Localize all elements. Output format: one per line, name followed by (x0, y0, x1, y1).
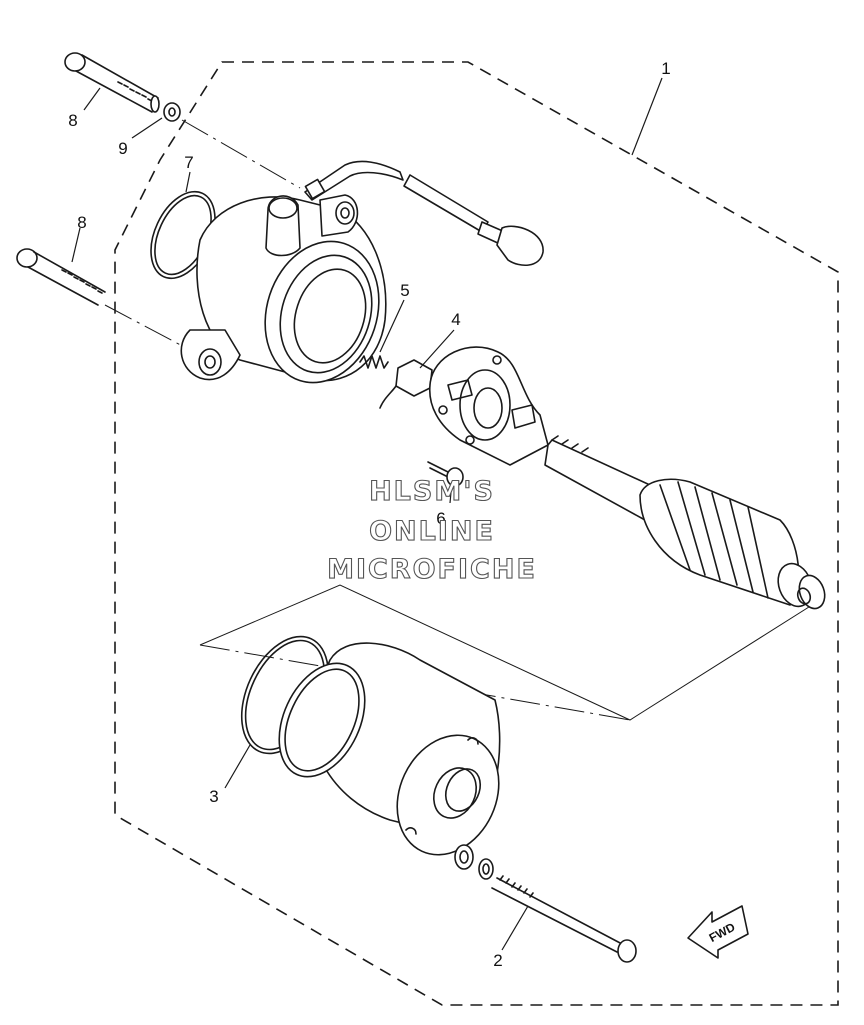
callout-6: 6 (436, 509, 445, 528)
callout-8-lower: 8 (77, 213, 86, 232)
armature (544, 435, 826, 610)
callout-3: 3 (209, 787, 218, 806)
callout-1: 1 (661, 59, 670, 78)
carbon-brush-4 (379, 359, 433, 409)
brush-spring-5 (359, 355, 389, 369)
screw-6 (427, 461, 464, 487)
leader-lines (71, 77, 663, 951)
watermark-line-2: ONLINE (369, 516, 495, 547)
washer-9 (163, 102, 181, 122)
callout-2: 2 (493, 951, 502, 970)
bolt-upper (64, 52, 160, 113)
callout-9: 9 (118, 139, 127, 158)
armature-axis-guide (199, 584, 821, 721)
watermark-line-3: MICROFICHE (327, 554, 537, 585)
callout-5: 5 (400, 281, 409, 300)
brush-holder-plate (428, 346, 549, 466)
assembly-axis-lines (104, 119, 631, 721)
fwd-direction-badge: FWD (687, 905, 749, 959)
bolt-lower (16, 248, 106, 306)
assembly-boundary-dashed (114, 61, 839, 1006)
callout-4: 4 (451, 310, 460, 329)
motor-yoke (278, 642, 501, 856)
callout-7: 7 (184, 153, 193, 172)
watermark-line-1: HLSM'S (369, 476, 495, 507)
breather-hose (304, 160, 544, 267)
through-bolt-2 (454, 844, 637, 963)
callout-8-upper: 8 (68, 111, 77, 130)
front-cover-housing (180, 194, 387, 384)
